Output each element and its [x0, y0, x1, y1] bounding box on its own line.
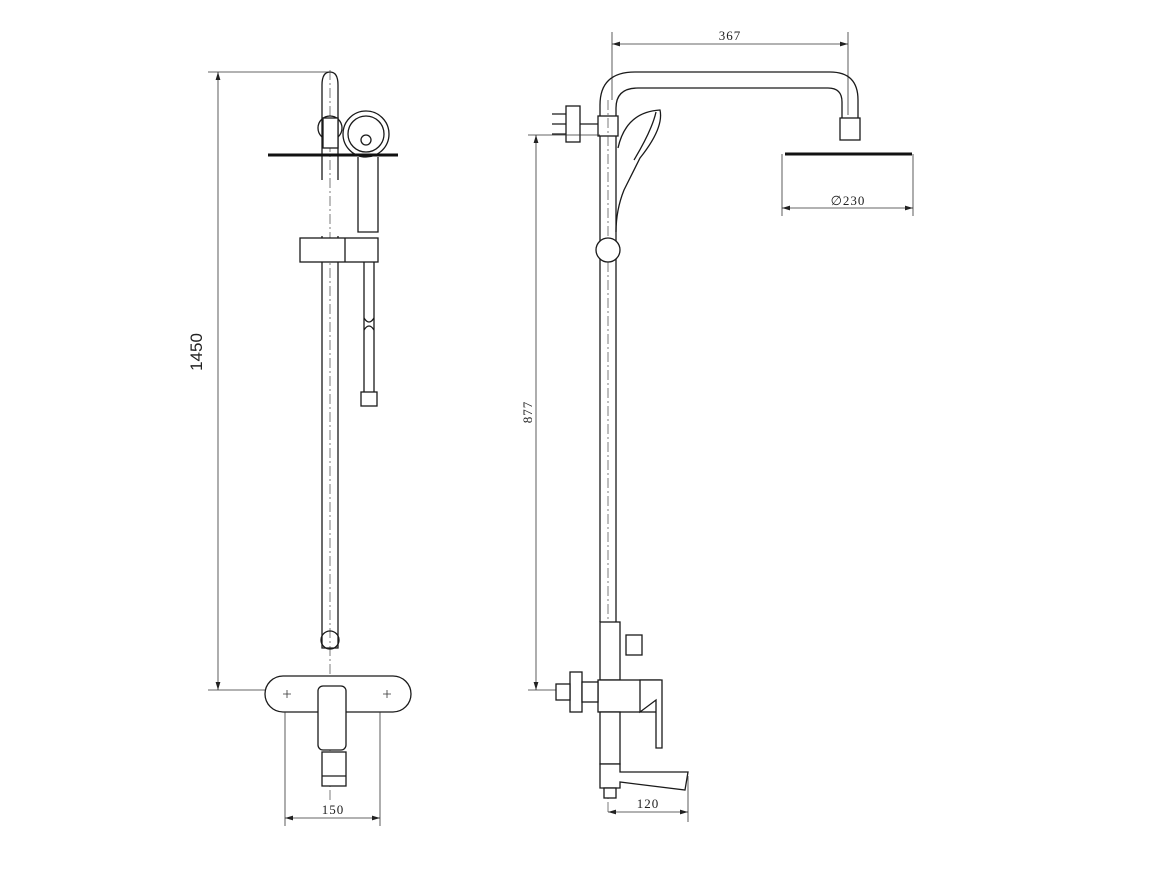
front-hand-shower-holder — [317, 115, 343, 149]
dimension-diameter-230: ∅230 — [782, 193, 913, 211]
front-view: 1450 — [187, 70, 412, 826]
side-hand-shower — [615, 109, 662, 233]
side-mixer — [555, 621, 689, 799]
front-mixer — [264, 625, 412, 787]
side-wall-bracket — [552, 105, 619, 143]
mixer-width-label: 150 — [322, 802, 345, 817]
height-label: 1450 — [187, 333, 206, 371]
front-hand-shower-head — [342, 110, 390, 158]
front-hand-shower-handle — [357, 157, 379, 233]
side-riser-rod — [595, 100, 621, 812]
arm-length-label: 367 — [719, 28, 742, 43]
front-slide-bracket — [299, 237, 379, 263]
spout-length-label: 120 — [637, 796, 660, 811]
mixer-height-label: 877 — [520, 401, 535, 424]
dimension-150: 150 — [284, 712, 381, 826]
front-hose — [360, 262, 378, 407]
dimension-367: 367 — [611, 28, 849, 115]
head-diameter-label: ∅230 — [831, 193, 866, 208]
dimension-877: 877 — [520, 134, 600, 691]
side-shower-arm — [599, 71, 914, 216]
dimension-120: 120 — [608, 776, 689, 822]
side-view: 367 ∅230 — [520, 28, 914, 822]
dimension-1450: 1450 — [187, 71, 330, 691]
